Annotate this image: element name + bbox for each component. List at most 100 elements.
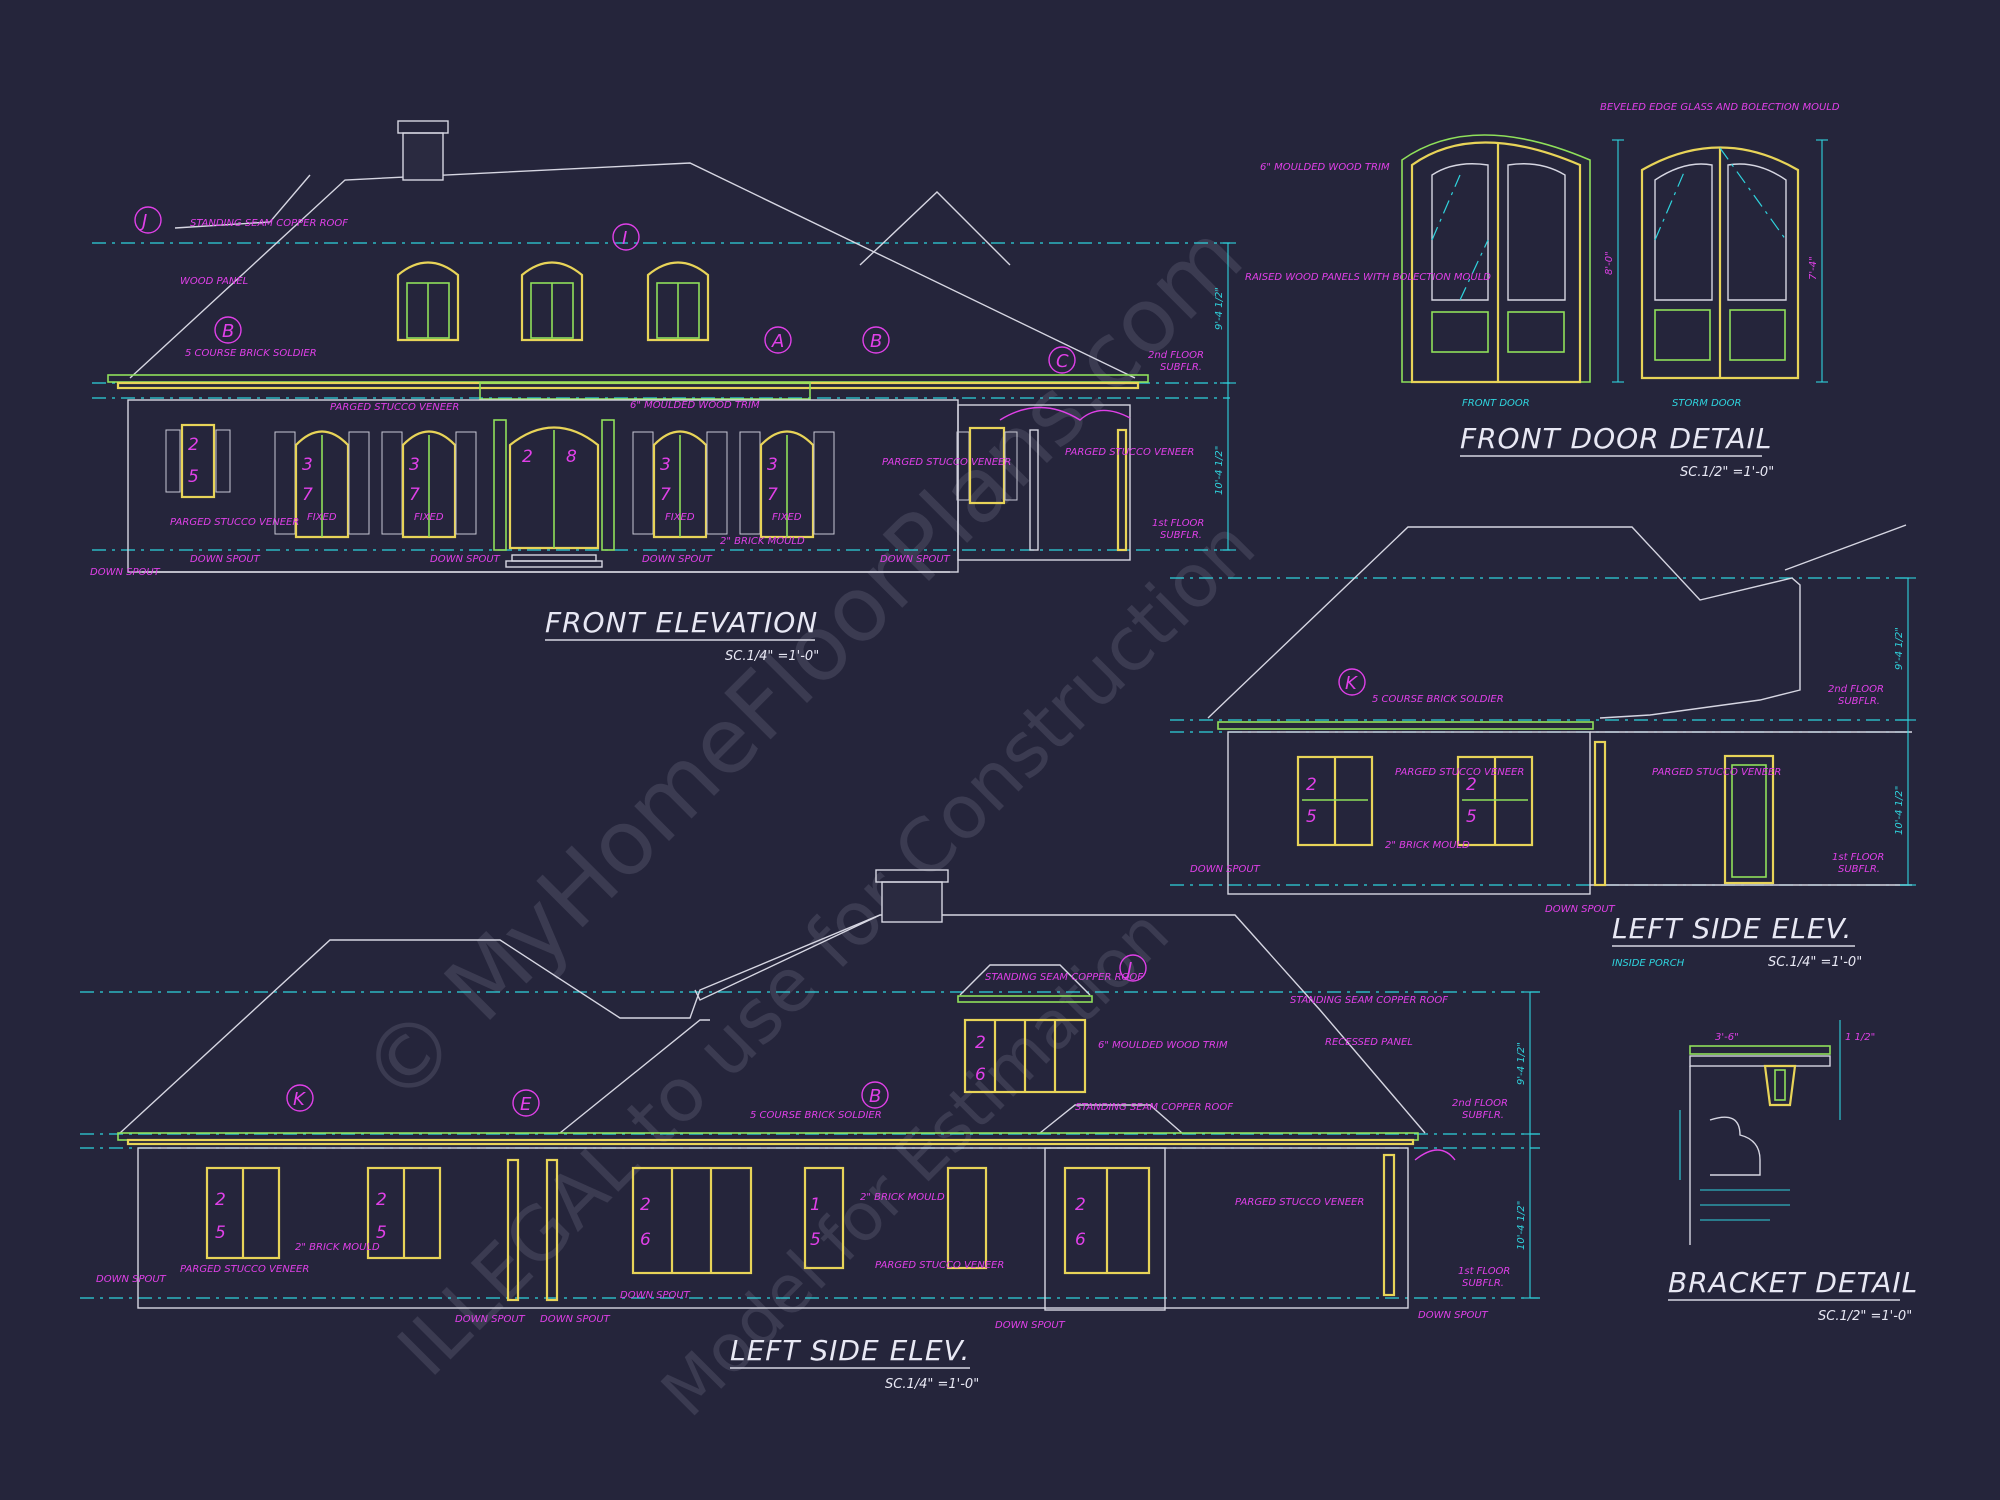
lsl-standing-seam-3: STANDING SEAM COPPER ROOF — [1075, 1102, 1233, 1113]
left-side-upper-title: LEFT SIDE ELEV. — [1612, 912, 1852, 945]
fe-bubble-a: A — [771, 331, 784, 352]
front-door-detail-title: FRONT DOOR DETAIL — [1460, 422, 1772, 455]
lsl-window-3 — [631, 1166, 753, 1275]
fe-parged-stucco-3: PARGED STUCCO VENEER — [882, 457, 1011, 468]
lsl-down-spout-4: DOWN SPOUT — [620, 1290, 691, 1301]
fdd-front-door-label: FRONT DOOR — [1462, 398, 1530, 409]
fe-tag-c: 3 — [660, 455, 671, 475]
fe-floor1-subflr: SUBFLR. — [1160, 530, 1202, 541]
front-elevation-title: FRONT ELEVATION — [545, 606, 818, 639]
fe-parged-stucco-4: PARGED STUCCO VENEER — [1065, 447, 1194, 458]
lsl-bubble-j: J — [1124, 959, 1132, 980]
lsl-course-soldier: 5 COURSE BRICK SOLDIER — [750, 1110, 882, 1121]
fe-fixed-4: FIXED — [772, 512, 802, 523]
fe-tag-door-1: 2 — [522, 447, 533, 467]
fe-tag-f: 7 — [409, 485, 420, 505]
bd-dim-1-1-2: 1 1/2" — [1845, 1032, 1875, 1043]
lsl-parged-2: PARGED STUCCO VENEER — [875, 1260, 1004, 1271]
lsl-down-spout-3: DOWN SPOUT — [540, 1314, 611, 1325]
lsu-course-soldier: 5 COURSE BRICK SOLDIER — [1372, 694, 1504, 705]
lsl-down-spout-6: DOWN SPOUT — [1418, 1310, 1489, 1321]
lsl-tag-12: 6 — [975, 1065, 986, 1085]
left-side-lower-scale: SC.1/4" =1'-0" — [885, 1377, 979, 1392]
lsu-parged-1: PARGED STUCCO VENEER — [1395, 767, 1524, 778]
lsl-bubble-e: E — [520, 1094, 532, 1115]
bd-dim-3-6: 3'-6" — [1715, 1032, 1739, 1043]
fe-tag-h: 7 — [767, 485, 778, 505]
arched-window-1 — [274, 430, 370, 539]
lsl-tag-11: 2 — [975, 1033, 986, 1053]
fe-bubble-b2: B — [870, 331, 882, 352]
dormer-right — [646, 261, 710, 342]
lsl-dim-lower: 10'-4 1/2" — [1516, 1201, 1527, 1250]
lsu-tag-1: 2 — [1306, 775, 1317, 795]
lsl-tag-4: 5 — [376, 1223, 387, 1243]
lsl-subflr2: SUBFLR. — [1462, 1110, 1504, 1121]
lsl-dim-upper: 9'-4 1/2" — [1516, 1042, 1527, 1085]
fe-down-spout-5: DOWN SPOUT — [880, 554, 951, 565]
bracket-detail-drawing: 3'-6" 1 1/2" — [1679, 1020, 1875, 1245]
lsu-down-spout-2: DOWN SPOUT — [1545, 904, 1616, 915]
lsl-window-5 — [946, 1166, 988, 1270]
lsu-dim-lower: 10'-4 1/2" — [1894, 786, 1905, 835]
lsu-parged-2: PARGED STUCCO VENEER — [1652, 767, 1781, 778]
fdd-dim-front: 8'-0" — [1604, 251, 1615, 275]
lsl-down-spout-1: DOWN SPOUT — [96, 1274, 167, 1285]
lsl-floor2: 2nd FLOOR — [1452, 1098, 1508, 1109]
lsl-tag-5: 2 — [640, 1195, 651, 1215]
fe-tag-a: 3 — [302, 455, 313, 475]
lsl-tag-3: 2 — [376, 1190, 387, 1210]
fe-dim-upper: 9'-4 1/2" — [1214, 287, 1225, 330]
fe-tag-b: 3 — [409, 455, 420, 475]
lsl-tag-10: 6 — [1075, 1230, 1086, 1250]
lsl-standing-seam-2: STANDING SEAM COPPER ROOF — [1290, 995, 1448, 1006]
fe-bubble-b1: B — [222, 321, 234, 342]
front-entry-door — [493, 419, 615, 568]
lsl-tag-9: 2 — [1075, 1195, 1086, 1215]
lsu-bubble-k: K — [1345, 673, 1358, 694]
lsu-tag-4: 5 — [1466, 807, 1477, 827]
lsu-tag-2: 5 — [1306, 807, 1317, 827]
fe-bubble-i: I — [622, 228, 627, 249]
lsu-floor2: 2nd FLOOR — [1828, 684, 1884, 695]
lsl-brick-mould-1: 2" BRICK MOULD — [295, 1242, 380, 1253]
lsl-window-6 — [1063, 1166, 1151, 1275]
fe-course-soldier: 5 COURSE BRICK SOLDIER — [185, 348, 317, 359]
arched-window-2 — [381, 430, 477, 539]
fe-floor2-subflr: SUBFLR. — [1160, 362, 1202, 373]
fdd-storm-door-label: STORM DOOR — [1672, 398, 1741, 409]
fe-tag-small-2: 5 — [188, 467, 199, 487]
fe-tag-door-2: 8 — [566, 447, 577, 467]
lsl-window-4 — [803, 1166, 845, 1270]
lsl-bubble-k: K — [293, 1089, 306, 1110]
lsu-window-pair-2 — [1456, 755, 1534, 847]
fe-standing-seam: STANDING SEAM COPPER ROOF — [190, 218, 348, 229]
lsl-bubble-b: B — [869, 1086, 881, 1107]
fe-down-spout-2: DOWN SPOUT — [190, 554, 261, 565]
fe-fixed-3: FIXED — [665, 512, 695, 523]
left-side-upper-drawing: 9'-4 1/2" 10'-4 1/2" 2nd FLOOR SUBFLR. 1… — [1170, 524, 1916, 915]
lsl-window-1 — [205, 1166, 281, 1260]
front-door-detail-scale: SC.1/2" =1'-0" — [1680, 465, 1774, 480]
lsl-recessed-panel: RECESSED PANEL — [1325, 1037, 1413, 1048]
lsl-down-spout-2: DOWN SPOUT — [455, 1314, 526, 1325]
fe-floor2-label: 2nd FLOOR — [1148, 350, 1204, 361]
left-side-upper-note: INSIDE PORCH — [1612, 958, 1685, 969]
fe-down-spout-4: DOWN SPOUT — [642, 554, 713, 565]
front-door-detail-drawing: 8'-0" 7'-4" BEVELED EDGE GLASS AND BOLEC… — [1245, 102, 1840, 409]
front-elevation-drawing: 9'-4 1/2" 10'-4 1/2" 2nd FLOOR SUBFLR. 1… — [90, 120, 1236, 578]
left-side-lower-drawing: 9'-4 1/2" 10'-4 1/2" 2nd FLOOR SUBFLR. 1… — [80, 869, 1540, 1331]
dormer-center — [520, 261, 584, 342]
lsl-moulded-trim: 6" MOULDED WOOD TRIM — [1098, 1040, 1228, 1051]
arched-window-3 — [632, 430, 728, 539]
bracket-detail-title: BRACKET DETAIL — [1668, 1266, 1918, 1299]
fe-dim-lower: 10'-4 1/2" — [1214, 446, 1225, 495]
lsu-floor1: 1st FLOOR — [1832, 852, 1884, 863]
lsl-down-spout-5: DOWN SPOUT — [995, 1320, 1066, 1331]
fe-down-spout-3: DOWN SPOUT — [430, 554, 501, 565]
lsl-window-2 — [366, 1166, 442, 1260]
lsl-tag-7: 1 — [810, 1195, 821, 1215]
arched-window-4 — [739, 430, 835, 539]
lsu-subflr1: SUBFLR. — [1838, 864, 1880, 875]
fe-tag-e: 7 — [302, 485, 313, 505]
